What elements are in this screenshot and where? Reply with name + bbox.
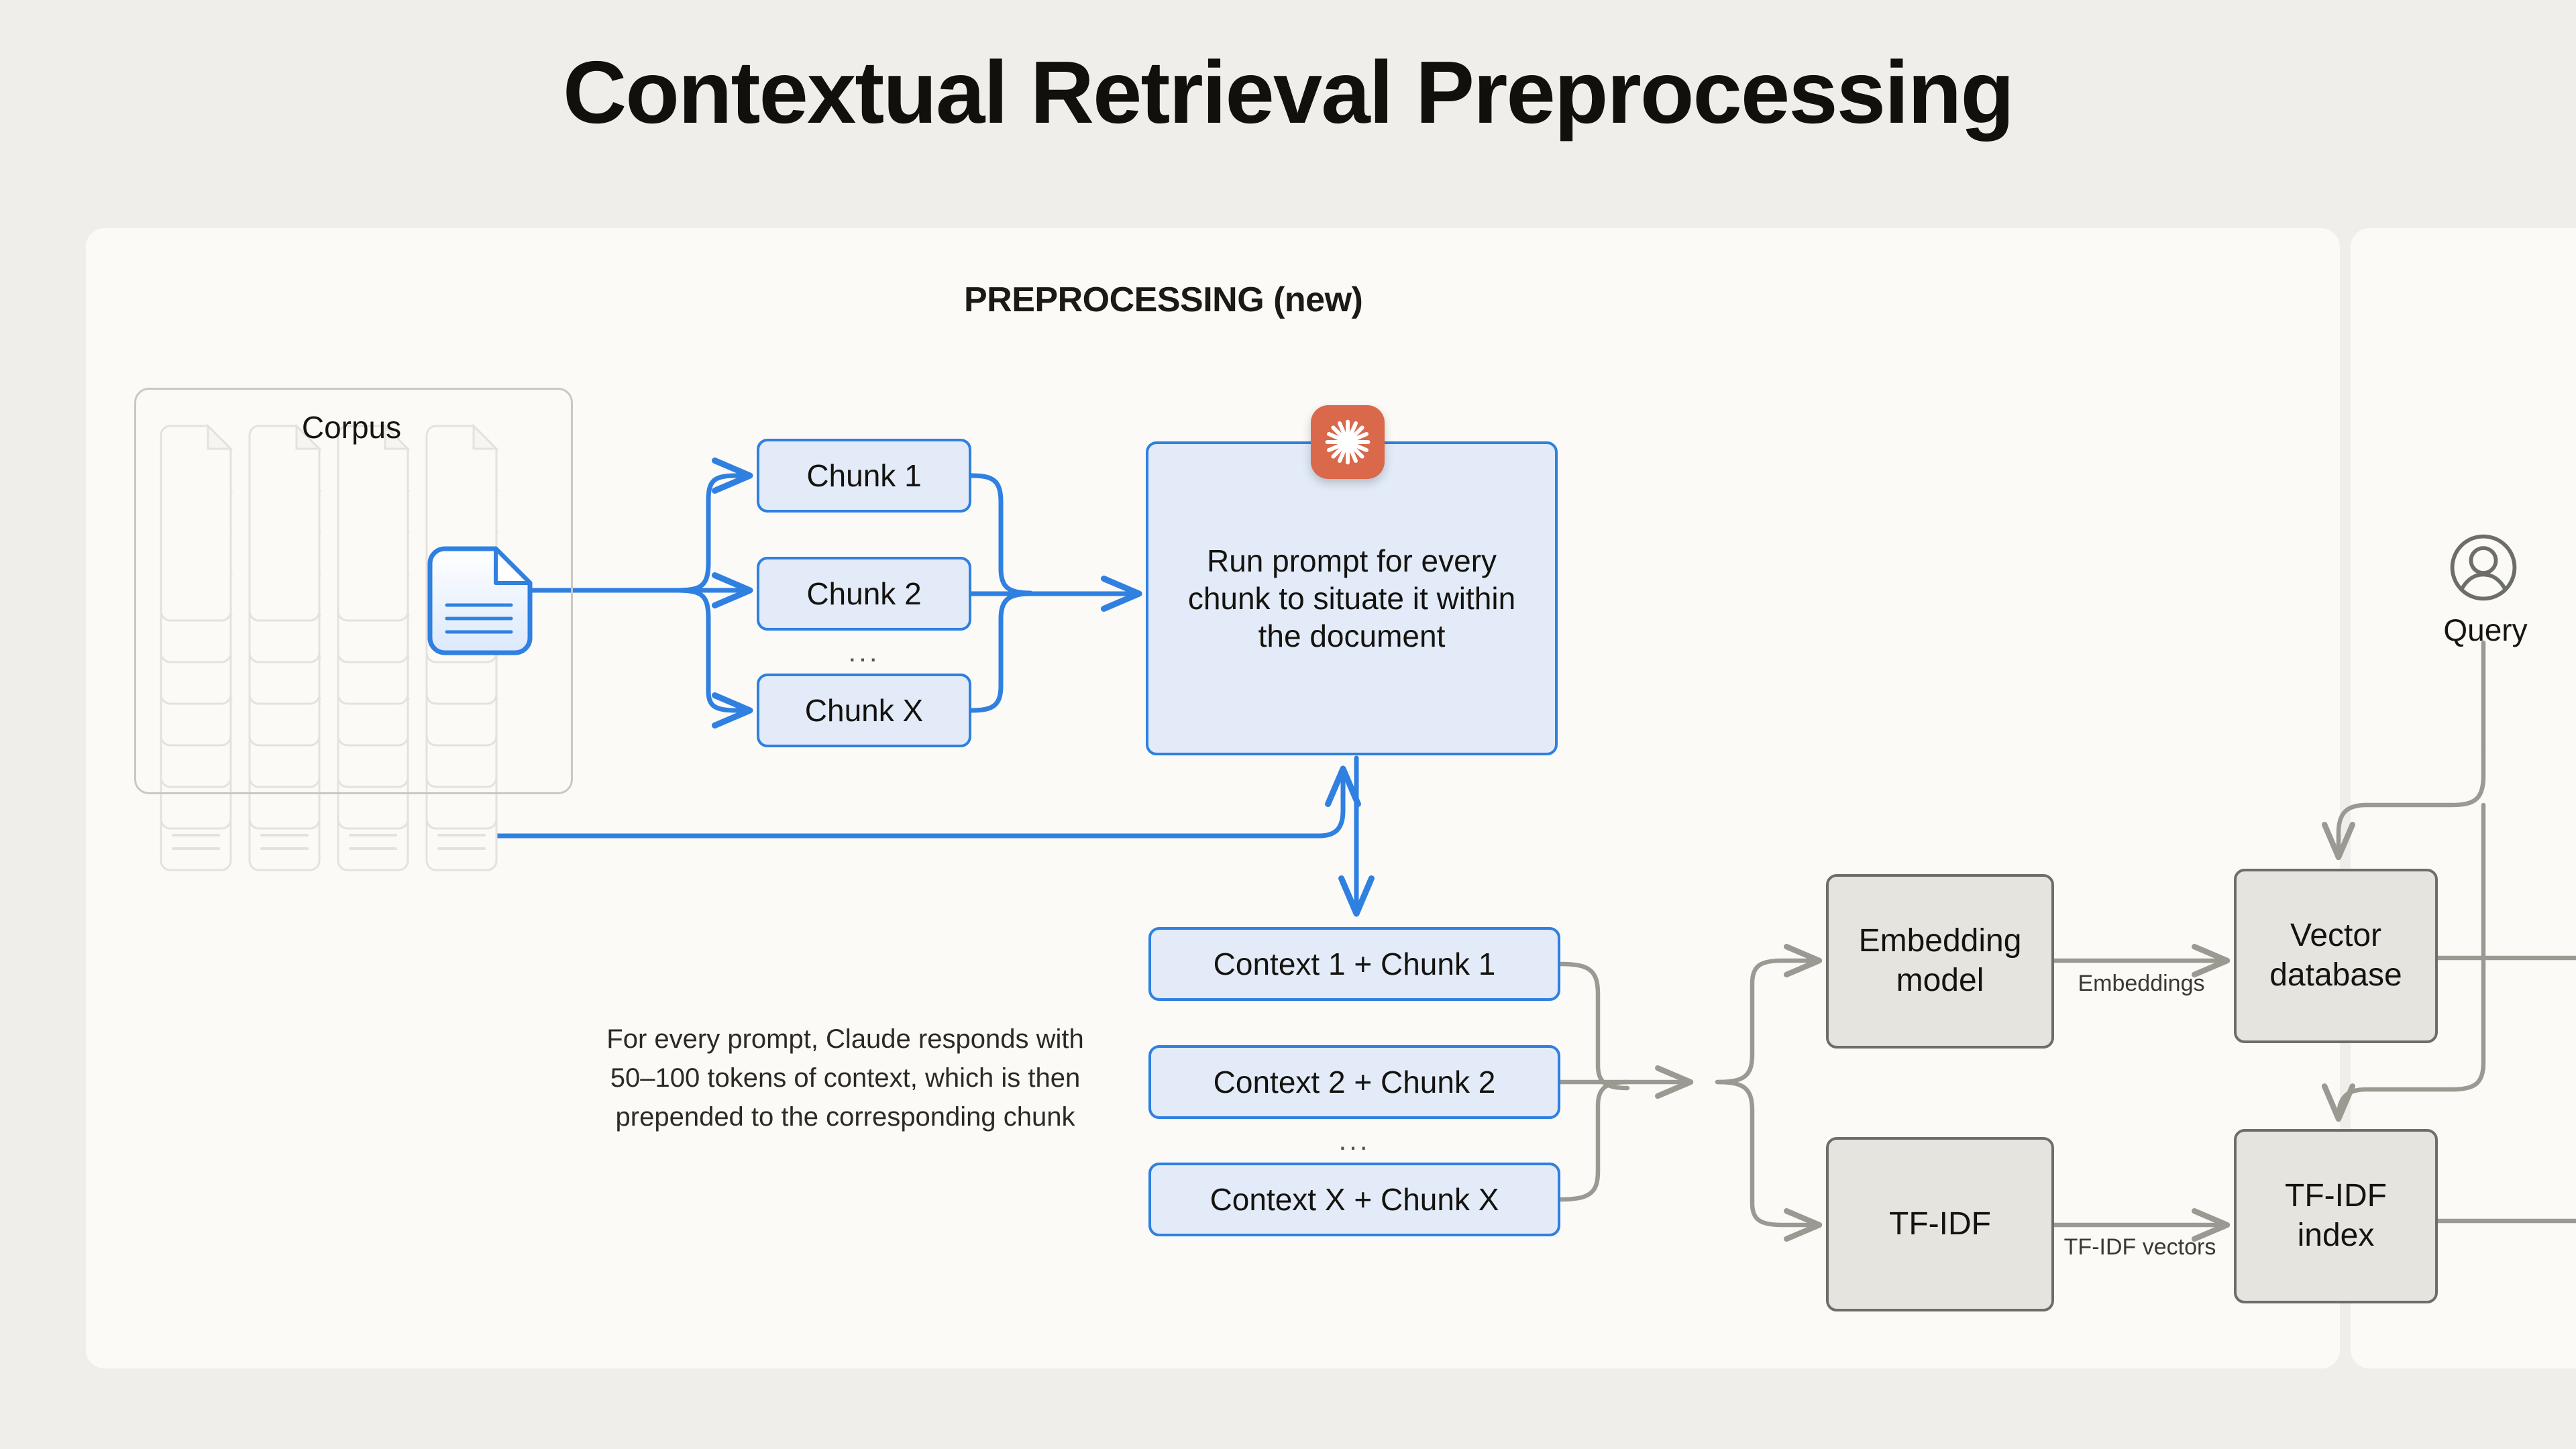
contexts-ellipsis: ... [1338,1124,1371,1156]
chunk-box-1[interactable]: Chunk 1 [757,439,971,513]
claude-starburst-icon [1311,405,1385,479]
corpus-container [134,388,573,794]
embedding-model-box[interactable]: Embedding model [1826,874,2054,1049]
embeddings-edge-label: Embeddings [2078,971,2205,996]
run-prompt-box[interactable]: Run prompt for every chunk to situate it… [1146,441,1558,755]
tfidf-vectors-edge-label: TF-IDF vectors [2063,1234,2216,1260]
vector-database-box[interactable]: Vector database [2234,869,2438,1043]
page-title: Contextual Retrieval Preprocessing [562,43,2015,142]
context-chunk-box-x[interactable]: Context X + Chunk X [1148,1163,1560,1236]
preprocessing-heading: PREPROCESSING (new) [964,280,1363,319]
tfidf-box[interactable]: TF-IDF [1826,1137,2054,1311]
user-icon [2445,529,2522,606]
chunk-box-2[interactable]: Chunk 2 [757,557,971,631]
query-label: Query [2443,612,2528,647]
claude-response-caption: For every prompt, Claude responds with 5… [606,1024,1084,1132]
chunks-ellipsis: ... [848,636,880,667]
context-chunk-box-2[interactable]: Context 2 + Chunk 2 [1148,1045,1560,1119]
tfidf-index-box[interactable]: TF-IDF index [2234,1129,2438,1303]
chunk-box-x[interactable]: Chunk X [757,674,971,747]
corpus-label: Corpus [301,410,402,445]
context-chunk-box-1[interactable]: Context 1 + Chunk 1 [1148,927,1560,1001]
